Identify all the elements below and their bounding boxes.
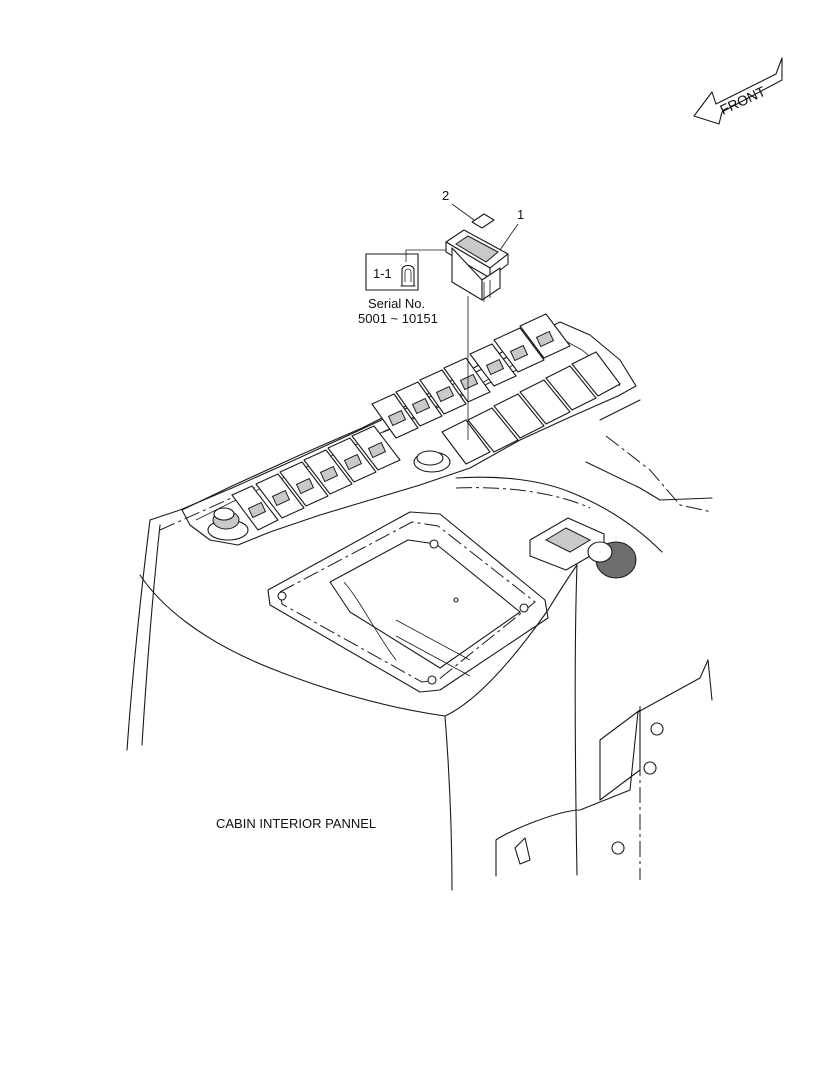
round-knob-left bbox=[207, 507, 249, 541]
callout-1-label: 1 bbox=[517, 207, 524, 222]
empty-switch-slot bbox=[441, 419, 491, 465]
callout-1: 1 bbox=[499, 207, 524, 251]
roof-hatch bbox=[267, 511, 549, 693]
front-arrow-label: FRONT bbox=[717, 83, 768, 118]
callout-2-label: 2 bbox=[442, 188, 449, 203]
serial-note-line2: 5001 ~ 10151 bbox=[358, 311, 438, 326]
diagram-caption: CABIN INTERIOR PANNEL bbox=[216, 816, 376, 831]
callout-2: 2 bbox=[442, 188, 475, 221]
rocker-switch-part-1 bbox=[445, 229, 509, 302]
side-bracket bbox=[495, 659, 713, 880]
bulb-icon bbox=[400, 264, 416, 287]
detail-box-label: 1-1 bbox=[373, 266, 392, 281]
lighter-socket bbox=[413, 450, 451, 473]
switch-row-middle bbox=[371, 313, 571, 439]
front-arrow: FRONT bbox=[693, 57, 783, 125]
lens-cap-part-2 bbox=[471, 213, 495, 229]
switch-row-left bbox=[231, 425, 401, 531]
switch-row-right bbox=[467, 351, 621, 453]
serial-note-line1: Serial No. bbox=[368, 296, 425, 311]
overhead-console bbox=[181, 313, 637, 546]
detail-box-1-1: 1-1 bbox=[365, 249, 446, 291]
hatch-handle bbox=[529, 517, 637, 579]
